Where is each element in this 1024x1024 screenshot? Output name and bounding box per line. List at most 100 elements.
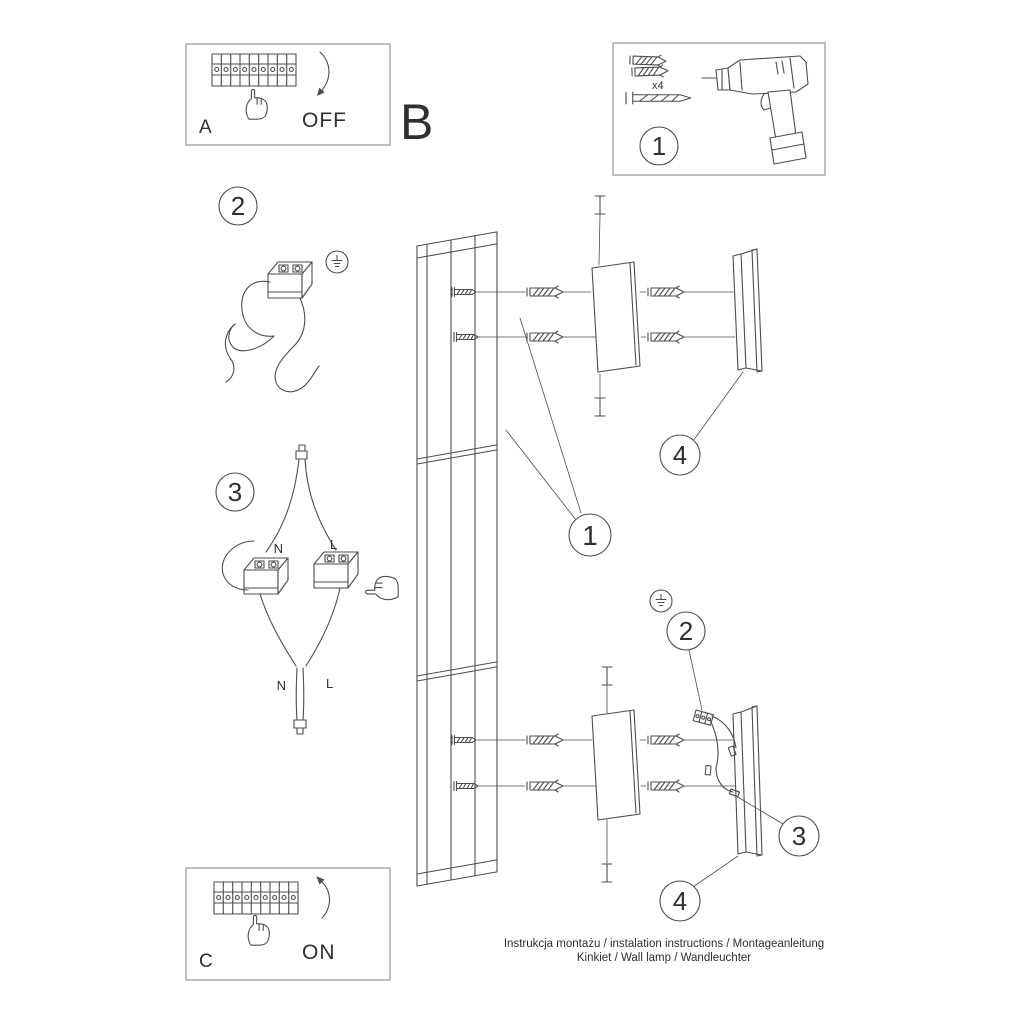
wall-plug-icon xyxy=(647,779,685,793)
screw-icon xyxy=(453,780,479,792)
panel-c-state: ON xyxy=(302,941,336,964)
wall-plug-icon xyxy=(526,779,564,793)
arrowhead-icon xyxy=(316,876,325,885)
leader-power-cable xyxy=(736,796,783,824)
terminal-block-icon xyxy=(267,261,313,299)
wall-plug-icon xyxy=(526,285,564,299)
cable-end-icon xyxy=(299,445,305,451)
callout-4-top-number: 4 xyxy=(673,440,687,470)
step-1-circle xyxy=(640,127,678,165)
label-neutral-top: N xyxy=(274,541,283,556)
earth-symbol-circle xyxy=(650,590,672,612)
arrowhead-icon xyxy=(317,87,325,96)
terminal-block-l-icon xyxy=(313,551,359,589)
panel-a-state: OFF xyxy=(302,109,347,132)
panel-c-frame xyxy=(185,867,391,981)
label-neutral-bottom: N xyxy=(277,678,286,693)
pressing-hand-icon xyxy=(245,88,268,120)
leader-earth-wire xyxy=(689,650,702,710)
wall-plug-icon xyxy=(647,285,685,299)
terminal-block-n-icon xyxy=(243,557,289,595)
cable-end-icon xyxy=(297,728,303,734)
panel-c-label: C xyxy=(199,951,213,972)
wall-plug-icon xyxy=(629,53,667,68)
cable-pair xyxy=(296,668,304,720)
leader-bracket-bottom xyxy=(693,856,738,887)
earth-symbol-circle xyxy=(326,251,348,273)
callout-4-bottom-circle xyxy=(660,881,700,921)
step-2-number: 2 xyxy=(231,191,245,221)
mounting-plate-top xyxy=(592,262,640,372)
step-2-circle xyxy=(219,187,257,225)
breaker-strip-icon xyxy=(211,53,297,87)
wall-bracket-bottom xyxy=(733,706,762,856)
centerline-links xyxy=(599,215,607,863)
exploded-view: 1 2 3 4 4 xyxy=(417,195,819,921)
callout-2-circle xyxy=(667,612,705,650)
pressing-hand-icon xyxy=(247,914,270,946)
wall-bracket-top xyxy=(733,249,762,372)
earth-icon xyxy=(331,254,343,268)
panel-a-frame xyxy=(185,43,391,146)
panel-a-label: A xyxy=(199,117,212,138)
centerline-mark xyxy=(594,397,606,417)
cable-sleeve-icon xyxy=(296,451,307,459)
tools-box: x4 1 xyxy=(612,42,826,176)
rotate-on-arrow-icon xyxy=(322,882,330,918)
wall-plug-icon xyxy=(526,733,564,747)
connector-block-icon xyxy=(693,710,713,725)
step-3-circle xyxy=(216,473,254,511)
wire-down-line xyxy=(306,588,340,666)
label-line-top: L xyxy=(330,537,337,552)
projection-lines-bottom xyxy=(477,740,735,786)
screw-icon xyxy=(451,286,477,298)
dowel-count-label: x4 xyxy=(652,80,664,92)
wall-plug-icon xyxy=(647,733,685,747)
panel-a: A OFF xyxy=(185,43,391,146)
wire-line xyxy=(305,459,336,550)
wall-plug-icon xyxy=(631,64,669,79)
wires xyxy=(225,281,319,391)
centerline-mark xyxy=(601,863,613,883)
mounting-plate-bottom xyxy=(592,710,640,820)
callout-2-number: 2 xyxy=(679,616,693,646)
rotate-off-arrow-icon xyxy=(320,52,329,90)
projection-lines-top xyxy=(477,292,735,337)
tools-box-frame xyxy=(612,42,826,176)
leader-lamp-body xyxy=(506,318,581,520)
screw-icon xyxy=(624,90,693,106)
wire-down-neutral xyxy=(260,594,296,666)
screw-icon xyxy=(451,734,477,746)
wall-plug-icon xyxy=(647,330,685,344)
lamp-body xyxy=(417,232,497,886)
step-1-number: 1 xyxy=(652,131,666,161)
wire-neutral xyxy=(266,459,299,552)
step-3-terminals: 3 N L N L xyxy=(216,445,399,734)
label-line-bottom: L xyxy=(326,676,333,691)
callout-3-number: 3 xyxy=(792,821,806,851)
callout-4-top-circle xyxy=(660,435,700,475)
leader-bracket-top xyxy=(693,372,743,441)
step-2-wiring: 2 xyxy=(219,187,348,392)
breaker-strip-icon xyxy=(213,881,299,915)
footer-line-1: Instrukcja montażu / instalation instruc… xyxy=(504,938,824,950)
cable-sleeve-icon xyxy=(294,720,306,728)
earth-icon xyxy=(655,593,667,607)
step-3-number: 3 xyxy=(228,477,242,507)
drill-icon xyxy=(702,56,808,164)
screw-icon xyxy=(453,331,479,343)
callout-1-circle xyxy=(569,514,611,556)
footer-line-2: Kinkiet / Wall lamp / Wandleuchter xyxy=(577,952,751,964)
callout-4-bottom-number: 4 xyxy=(673,886,687,916)
centerline-mark xyxy=(601,666,613,686)
pointing-hand-icon xyxy=(365,575,399,601)
section-label: B xyxy=(400,94,433,150)
wire-loop xyxy=(222,541,254,590)
callout-3-circle xyxy=(779,816,819,856)
panel-c: C ON xyxy=(185,867,391,981)
callout-1-number: 1 xyxy=(582,520,598,551)
wall-plug-icon xyxy=(526,330,564,344)
centerline-mark xyxy=(594,195,606,215)
